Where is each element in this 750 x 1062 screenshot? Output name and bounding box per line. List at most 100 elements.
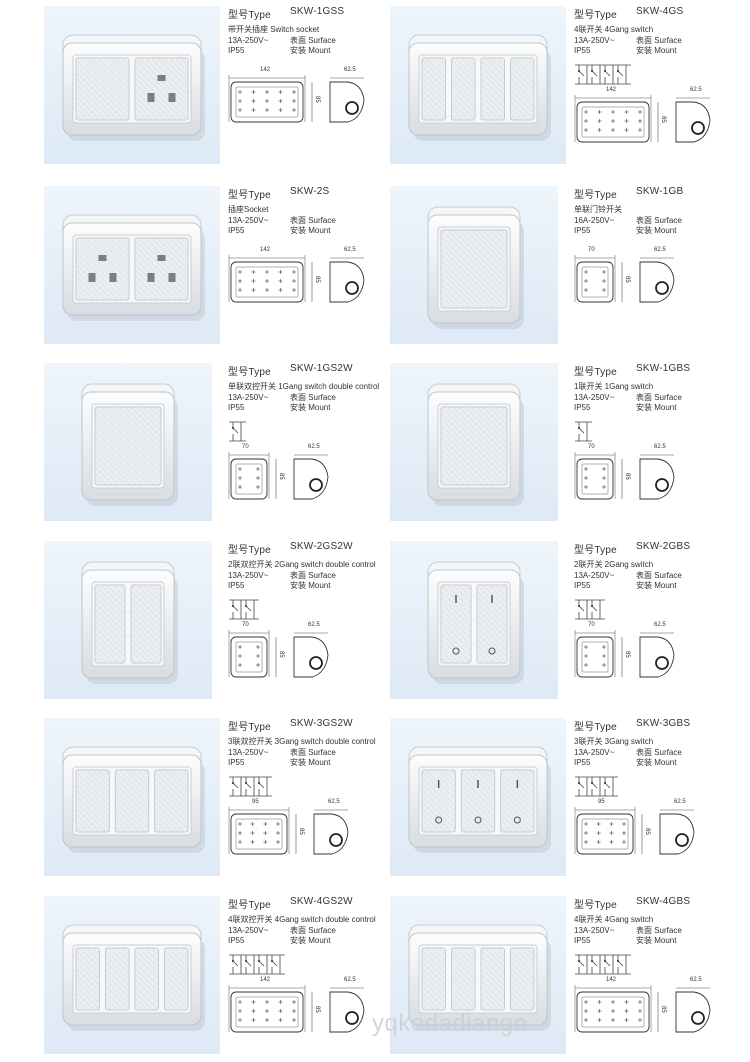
product-info: 型号Type SKW-4GS2W 4联双控开关 4Gang switch dou… xyxy=(228,896,404,1061)
product-photo xyxy=(44,6,220,164)
ip-rating: IP55 xyxy=(574,226,591,235)
dimension-drawing: 142 85 62.5 xyxy=(574,87,750,150)
dim-width: 142 xyxy=(606,87,617,93)
ip-rating: IP55 xyxy=(574,581,591,590)
mount-label: 安装 Mount xyxy=(290,581,331,590)
rating-block: 13A-250V~ IP55 xyxy=(574,748,614,768)
wiring-schematic xyxy=(574,952,632,981)
surface-label: 表面 Surface xyxy=(636,926,682,935)
dimension-drawing: 142 85 62.5 xyxy=(574,977,750,1040)
dimension-drawing: 95 85 62.5 xyxy=(228,799,404,862)
dim-width: 95 xyxy=(598,799,605,805)
current-rating: 13A-250V~ xyxy=(574,393,615,402)
dimension-drawing: 70 85 62.5 xyxy=(228,444,404,507)
model-number: SKW-2GBS xyxy=(636,541,691,552)
mount-label: 安装 Mount xyxy=(636,226,677,235)
product-info: 型号Type SKW-2GBS 2联开关 2Gang switch 13A-25… xyxy=(574,541,750,706)
model-number: SKW-2GS2W xyxy=(290,541,353,552)
product-photo xyxy=(390,896,566,1054)
product-photo xyxy=(44,718,220,876)
product-photo xyxy=(390,718,566,876)
type-label: 型号Type xyxy=(574,10,617,21)
current-rating: 13A-250V~ xyxy=(574,748,615,757)
model-number: SKW-1GBS xyxy=(636,363,691,374)
product-info: 型号Type SKW-1GSS 带开关插座 Switch socket 13A-… xyxy=(228,6,404,171)
current-rating: 13A-250V~ xyxy=(574,36,615,45)
mount-block: 表面 Surface 安装 Mount xyxy=(290,216,336,236)
product-description: 3联开关 3Gang switch xyxy=(574,737,654,746)
product-description: 4联开关 4Gang switch xyxy=(574,915,654,924)
mount-block: 表面 Surface 安装 Mount xyxy=(636,748,682,768)
dim-height: 85 xyxy=(314,276,320,283)
wiring-schematic xyxy=(228,952,286,981)
product-description: 单联双控开关 1Gang switch double control xyxy=(228,382,380,391)
surface-label: 表面 Surface xyxy=(636,393,682,402)
product-description: 2联开关 2Gang switch xyxy=(574,560,654,569)
ip-rating: IP55 xyxy=(574,758,591,767)
product-card: 型号Type SKW-4GS 4联开关 4Gang switch 13A-250… xyxy=(390,6,750,171)
dim-depth: 62.5 xyxy=(654,247,666,253)
surface-label: 表面 Surface xyxy=(290,748,336,757)
mount-block: 表面 Surface 安装 Mount xyxy=(636,216,682,236)
model-number: SKW-3GS2W xyxy=(290,718,353,729)
wiring-schematic xyxy=(228,597,260,626)
product-description: 3联双控开关 3Gang switch double control xyxy=(228,737,376,746)
rating-block: 13A-250V~ IP55 xyxy=(574,926,614,946)
surface-label: 表面 Surface xyxy=(636,36,682,45)
product-info: 型号Type SKW-1GBS 1联开关 1Gang switch 13A-25… xyxy=(574,363,750,528)
current-rating: 13A-250V~ xyxy=(574,571,615,580)
dim-depth: 62.5 xyxy=(344,247,356,253)
dim-depth: 62.5 xyxy=(690,977,702,983)
type-label: 型号Type xyxy=(228,367,271,378)
dim-width: 70 xyxy=(588,247,595,253)
mount-label: 安装 Mount xyxy=(290,46,331,55)
model-number: SKW-1GSS xyxy=(290,6,345,17)
product-description: 4联开关 4Gang switch xyxy=(574,25,654,34)
product-photo xyxy=(390,363,558,521)
product-description: 带开关插座 Switch socket xyxy=(228,25,320,34)
ip-rating: IP55 xyxy=(228,758,245,767)
product-info: 型号Type SKW-1GS2W 单联双控开关 1Gang switch dou… xyxy=(228,363,404,528)
rating-block: 13A-250V~ IP55 xyxy=(228,571,268,591)
mount-label: 安装 Mount xyxy=(290,936,331,945)
mount-label: 安装 Mount xyxy=(636,758,677,767)
product-card: 型号Type SKW-2GS2W 2联双控开关 2Gang switch dou… xyxy=(44,541,404,706)
dim-width: 142 xyxy=(606,977,617,983)
product-info: 型号Type SKW-4GS 4联开关 4Gang switch 13A-250… xyxy=(574,6,750,171)
model-number: SKW-4GS2W xyxy=(290,896,353,907)
dim-height: 85 xyxy=(660,1006,666,1013)
rating-block: 16A-250V~ IP55 xyxy=(574,216,614,236)
surface-label: 表面 Surface xyxy=(636,571,682,580)
current-rating: 13A-250V~ xyxy=(228,571,269,580)
dimension-drawing: 142 85 62.5 xyxy=(228,977,404,1040)
model-number: SKW-4GS xyxy=(636,6,684,17)
dim-width: 142 xyxy=(260,67,271,73)
product-info: 型号Type SKW-2S 插座Socket 13A-250V~ IP55 表面… xyxy=(228,186,404,351)
model-number: SKW-4GBS xyxy=(636,896,691,907)
dim-depth: 62.5 xyxy=(344,67,356,73)
dim-height: 85 xyxy=(624,276,630,283)
mount-block: 表面 Surface 安装 Mount xyxy=(636,36,682,56)
rating-block: 13A-250V~ IP55 xyxy=(574,36,614,56)
dim-height: 85 xyxy=(314,96,320,103)
surface-label: 表面 Surface xyxy=(290,571,336,580)
mount-label: 安装 Mount xyxy=(636,403,677,412)
mount-block: 表面 Surface 安装 Mount xyxy=(290,926,336,946)
mount-label: 安装 Mount xyxy=(290,403,331,412)
mount-block: 表面 Surface 安装 Mount xyxy=(290,36,336,56)
product-info: 型号Type SKW-3GBS 3联开关 3Gang switch 13A-25… xyxy=(574,718,750,883)
type-label: 型号Type xyxy=(574,190,617,201)
ip-rating: IP55 xyxy=(228,226,245,235)
type-label: 型号Type xyxy=(228,722,271,733)
product-description: 4联双控开关 4Gang switch double control xyxy=(228,915,376,924)
dim-depth: 62.5 xyxy=(344,977,356,983)
product-photo xyxy=(44,363,212,521)
mount-block: 表面 Surface 安装 Mount xyxy=(636,393,682,413)
dimension-drawing: 70 85 62.5 xyxy=(574,622,750,685)
type-label: 型号Type xyxy=(574,367,617,378)
current-rating: 13A-250V~ xyxy=(574,926,615,935)
type-label: 型号Type xyxy=(574,900,617,911)
surface-label: 表面 Surface xyxy=(636,748,682,757)
product-description: 插座Socket xyxy=(228,205,269,214)
ip-rating: IP55 xyxy=(574,46,591,55)
